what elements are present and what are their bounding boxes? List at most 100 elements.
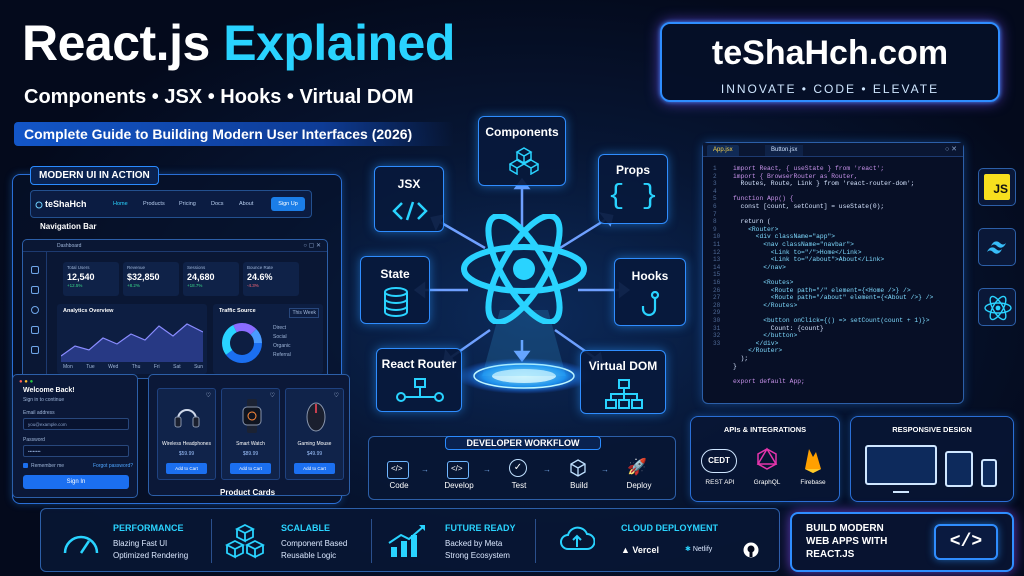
logout-icon[interactable] [31, 346, 39, 354]
arrow-icon: → [543, 465, 551, 474]
code-tag-icon: </> [934, 524, 998, 560]
product-card[interactable]: ♡ Wireless Headphones $59.99 Add to Cart [157, 388, 216, 480]
tab-app-jsx[interactable]: App.jsx [707, 145, 739, 156]
concept-jsx[interactable]: JSX [374, 166, 444, 232]
line-number: 13 [713, 256, 721, 264]
login-subtitle: Sign in to continue [23, 397, 65, 403]
remember-checkbox[interactable] [23, 463, 28, 468]
concept-label: Hooks [631, 269, 669, 283]
signin-button[interactable]: Sign In [23, 475, 129, 489]
analytics-line [61, 323, 203, 362]
line-number: 26 [713, 286, 721, 294]
line-number: 16 [713, 279, 721, 286]
day-label: Sat [173, 364, 181, 370]
database-icon [384, 287, 408, 317]
apis-panel: APIs & INTEGRATIONS CEDT REST API GraphQ… [690, 416, 840, 502]
stat-card-bounce: Bounce Rate 24.6% -4.3% [243, 262, 299, 296]
workflow-step: Develop [444, 481, 474, 490]
modern-ui-label: MODERN UI IN ACTION [30, 166, 159, 185]
analytics-chart: Analytics Overview Mon Tue Wed Thu Fri S… [57, 304, 207, 374]
code-line: return ( [733, 218, 771, 226]
line-number: 31 [713, 324, 721, 332]
code-line: import React, { useState } from 'react'; [733, 165, 885, 172]
code-icon: </> [387, 461, 409, 479]
product-price: $89.99 [242, 451, 259, 457]
title-explained: Explained [223, 15, 455, 71]
product-card[interactable]: ♡ Smart Watch $89.99 Add to Cart [221, 388, 280, 480]
concept-hooks[interactable]: Hooks [614, 258, 686, 326]
add-to-cart-button[interactable]: Add to Cart [166, 463, 207, 474]
code-line: function App() { [733, 195, 794, 203]
nav-about[interactable]: About [239, 201, 254, 207]
email-field[interactable]: you@example.com [23, 418, 129, 430]
product-price: $59.99 [178, 451, 195, 457]
page-title: React.js Explained [22, 14, 455, 72]
product-cards-caption: Product Cards [220, 488, 276, 497]
traffic-item: Referral [273, 352, 291, 358]
add-to-cart-button[interactable]: Add to Cart [294, 463, 335, 474]
traffic-filter[interactable]: This Week [289, 308, 319, 318]
line-number: 4 [713, 187, 717, 195]
home-icon[interactable] [31, 266, 39, 274]
feature-performance: PERFORMANCE Blazing Fast UI Optimized Re… [49, 509, 219, 573]
stat-card-sessions: Sessions 24,680 +18.7% [183, 262, 239, 296]
settings-icon[interactable] [31, 326, 39, 334]
cta-panel[interactable]: BUILD MODERN WEB APPS WITH REACT.JS </> [790, 512, 1014, 572]
javascript-icon: JS [984, 174, 1010, 200]
password-field[interactable]: •••••••• [23, 445, 129, 457]
concept-props[interactable]: Props { } [598, 154, 668, 224]
nav-home[interactable]: Home [113, 201, 128, 207]
tablet-icon [945, 451, 973, 487]
line-number: 28 [713, 301, 721, 309]
user-icon[interactable] [31, 306, 39, 314]
forgot-link[interactable]: Forgot password? [93, 463, 134, 469]
heart-icon[interactable]: ♡ [333, 393, 339, 399]
cubes-icon [509, 147, 539, 175]
responsive-panel: RESPONSIVE DESIGN [850, 416, 1014, 502]
window-controls-icon[interactable]: ○ ✕ [944, 146, 957, 153]
feature-scalable: SCALABLE Component Based Reusable Logic [219, 509, 379, 573]
feature-line: Component Based [281, 539, 348, 548]
concept-label: Props [615, 163, 650, 177]
line-number: 12 [713, 248, 721, 256]
traffic-item: Organic [273, 343, 291, 349]
add-to-cart-button[interactable]: Add to Cart [230, 463, 271, 474]
nav-products[interactable]: Products [143, 201, 165, 207]
hook-icon [641, 291, 660, 317]
brand-panel: teShaHch.com INNOVATE • CODE • ELEVATE [660, 22, 1000, 102]
heart-icon[interactable]: ♡ [269, 393, 275, 399]
tab-button-jsx[interactable]: Button.jsx [765, 145, 804, 156]
traffic-donut [222, 323, 262, 363]
product-name: Gaming Mouse [297, 441, 332, 447]
arrow-icon: → [483, 465, 491, 474]
line-number: 8 [713, 218, 717, 226]
product-cards-panel: ♡ Wireless Headphones $59.99 Add to Cart… [148, 374, 350, 496]
line-number: 3 [713, 180, 717, 188]
phone-icon [981, 459, 997, 487]
graphql-icon [756, 447, 778, 470]
day-label: Thu [131, 364, 141, 370]
firebase-icon [805, 449, 821, 473]
cta-line: REACT.JS [806, 549, 855, 560]
line-number: 15 [713, 271, 721, 279]
guide-banner: Complete Guide to Building Modern User I… [14, 122, 454, 146]
concept-components[interactable]: Components [478, 116, 566, 186]
nav-docs[interactable]: Docs [211, 201, 224, 207]
test-check-icon: ✓ [509, 459, 527, 477]
nav-pricing[interactable]: Pricing [179, 201, 196, 207]
concept-state[interactable]: State [360, 256, 430, 324]
traffic-item: Direct [273, 325, 287, 331]
product-card[interactable]: ♡ Gaming Mouse $49.99 Add to Cart [285, 388, 344, 480]
arrow-icon: → [421, 465, 429, 474]
heart-icon[interactable]: ♡ [205, 393, 211, 399]
product-price: $49.99 [306, 451, 323, 457]
workflow-step: Deploy [626, 481, 652, 490]
signup-button[interactable]: Sign Up [271, 197, 305, 211]
code-line: Routes, Route, Link } from 'react-router… [733, 180, 915, 188]
concept-virtual-dom[interactable]: Virtual DOM [580, 350, 666, 414]
chart-icon[interactable] [31, 286, 39, 294]
concept-react-router[interactable]: React Router [376, 348, 462, 412]
line-number: 14 [713, 263, 721, 271]
window-controls-icon[interactable]: ○ ▢ ✕ [303, 243, 321, 249]
dashboard-window: Dashboard ○ ▢ ✕ Total Users 12,540 +12.5… [22, 239, 328, 379]
